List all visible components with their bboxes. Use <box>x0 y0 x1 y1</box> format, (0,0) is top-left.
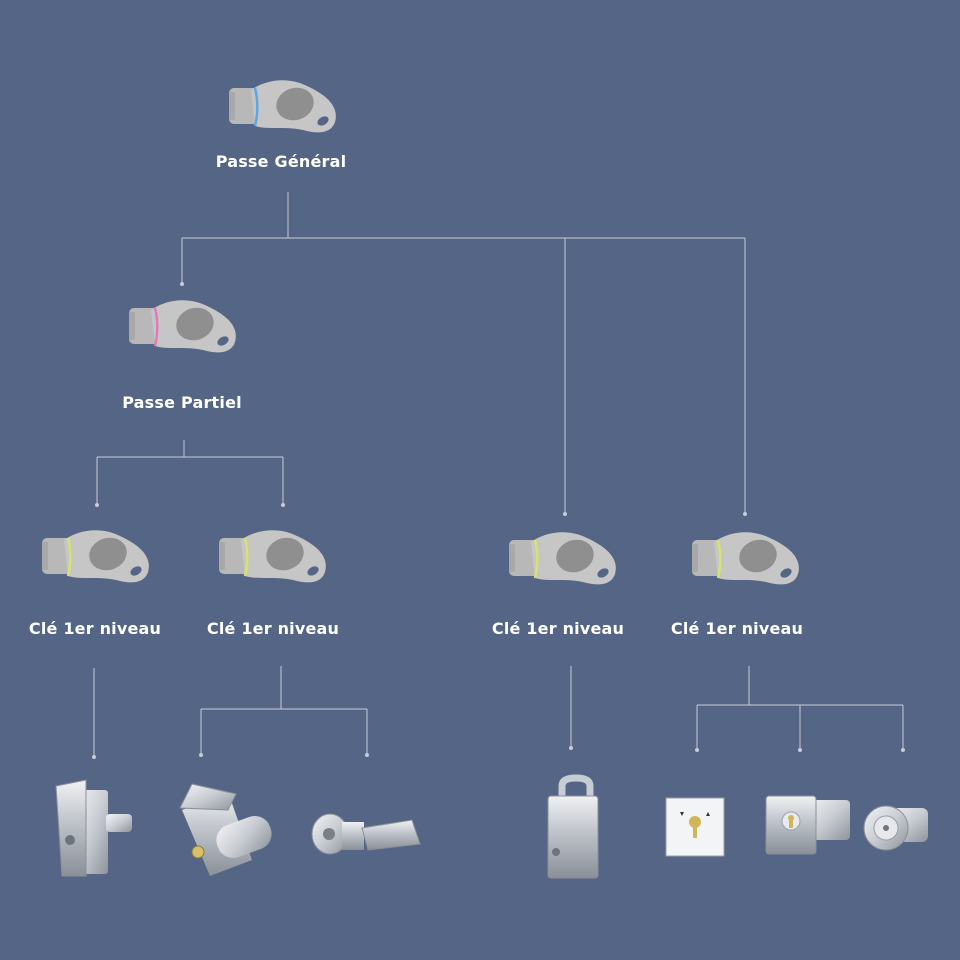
connector-arrow-11 <box>901 748 905 752</box>
label-passe-general: Passe Général <box>215 152 347 171</box>
connector-lines <box>92 192 905 759</box>
key-icon-yellow-ring <box>692 532 799 585</box>
square-flange-cylinder-icon <box>765 795 850 855</box>
connector-arrow-3 <box>95 503 99 507</box>
connector-arrow-7 <box>365 753 369 757</box>
connector-arrow-6 <box>199 753 203 757</box>
padlock-icon <box>547 774 599 879</box>
key-icon-pink-ring <box>129 300 236 353</box>
connector-arrow-4 <box>281 503 285 507</box>
keys-layer <box>42 80 799 585</box>
t-handle-lock-icon <box>55 779 132 877</box>
key-icon-yellow-ring <box>42 530 149 583</box>
connector-arrow-1 <box>563 512 567 516</box>
cam-lock-icon <box>311 813 421 855</box>
flap-cylinder-lock-icon <box>179 783 272 876</box>
label-cle-niveau-3: Clé 1er niveau <box>491 619 625 638</box>
connector-arrow-10 <box>798 748 802 752</box>
key-switch-plate-icon <box>665 797 725 857</box>
key-icon-yellow-ring <box>509 532 616 585</box>
push-button-lock-icon <box>863 805 928 851</box>
connector-arrow-9 <box>695 748 699 752</box>
label-cle-niveau-2: Clé 1er niveau <box>206 619 340 638</box>
key-icon-yellow-ring <box>219 530 326 583</box>
label-passe-partiel: Passe Partiel <box>122 393 242 412</box>
connector-arrow-2 <box>743 512 747 516</box>
label-cle-niveau-4: Clé 1er niveau <box>670 619 804 638</box>
connector-arrow-5 <box>92 755 96 759</box>
connector-arrow-0 <box>180 282 184 286</box>
key-icon-blue-ring <box>229 80 336 133</box>
label-cle-niveau-1: Clé 1er niveau <box>28 619 162 638</box>
locks-layer <box>55 774 928 879</box>
connector-arrow-8 <box>569 746 573 750</box>
